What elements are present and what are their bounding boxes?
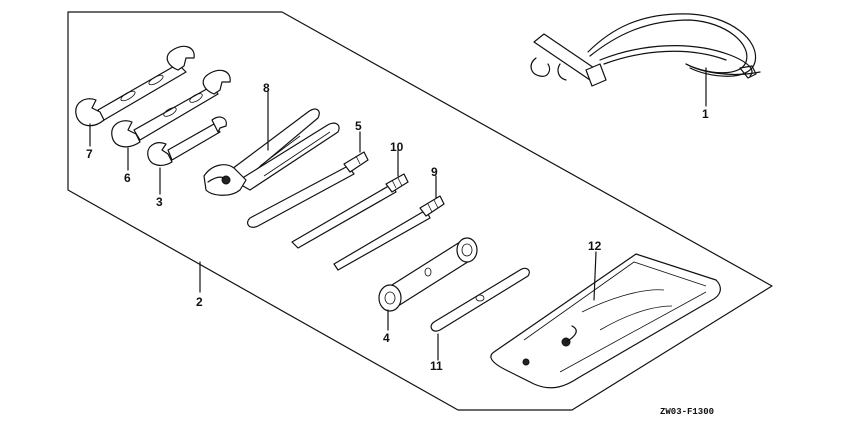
label-part-7: 7 <box>86 147 93 161</box>
label-part-10: 10 <box>390 140 404 154</box>
part-10-screwdriver-blade <box>291 149 409 249</box>
part-6-open-wrench <box>111 69 231 171</box>
label-part-5: 5 <box>355 119 362 133</box>
part-12-tool-bag <box>490 251 721 389</box>
label-part-11: 11 <box>430 359 443 373</box>
label-part-6: 6 <box>124 171 131 185</box>
diagram-code: ZW03-F1300 <box>660 407 714 417</box>
part-3-small-wrench <box>147 116 227 195</box>
part-5-screwdriver <box>246 131 369 228</box>
part-1-starter-grip-rope <box>530 13 761 107</box>
label-part-1: 1 <box>702 107 709 121</box>
part-4-plug-wrench <box>378 237 478 331</box>
label-part-2: 2 <box>196 295 203 309</box>
part-8-pliers <box>203 91 340 196</box>
part-11-tommy-bar <box>430 267 530 361</box>
label-part-9: 9 <box>431 165 438 179</box>
tool-kit-boundary <box>67 11 773 411</box>
label-part-3: 3 <box>156 195 163 209</box>
label-part-4: 4 <box>383 331 390 345</box>
label-part-8: 8 <box>263 81 270 95</box>
part-7-open-wrench <box>75 45 195 147</box>
part-9-screwdriver-phillips <box>333 175 445 271</box>
label-part-12: 12 <box>588 239 602 253</box>
